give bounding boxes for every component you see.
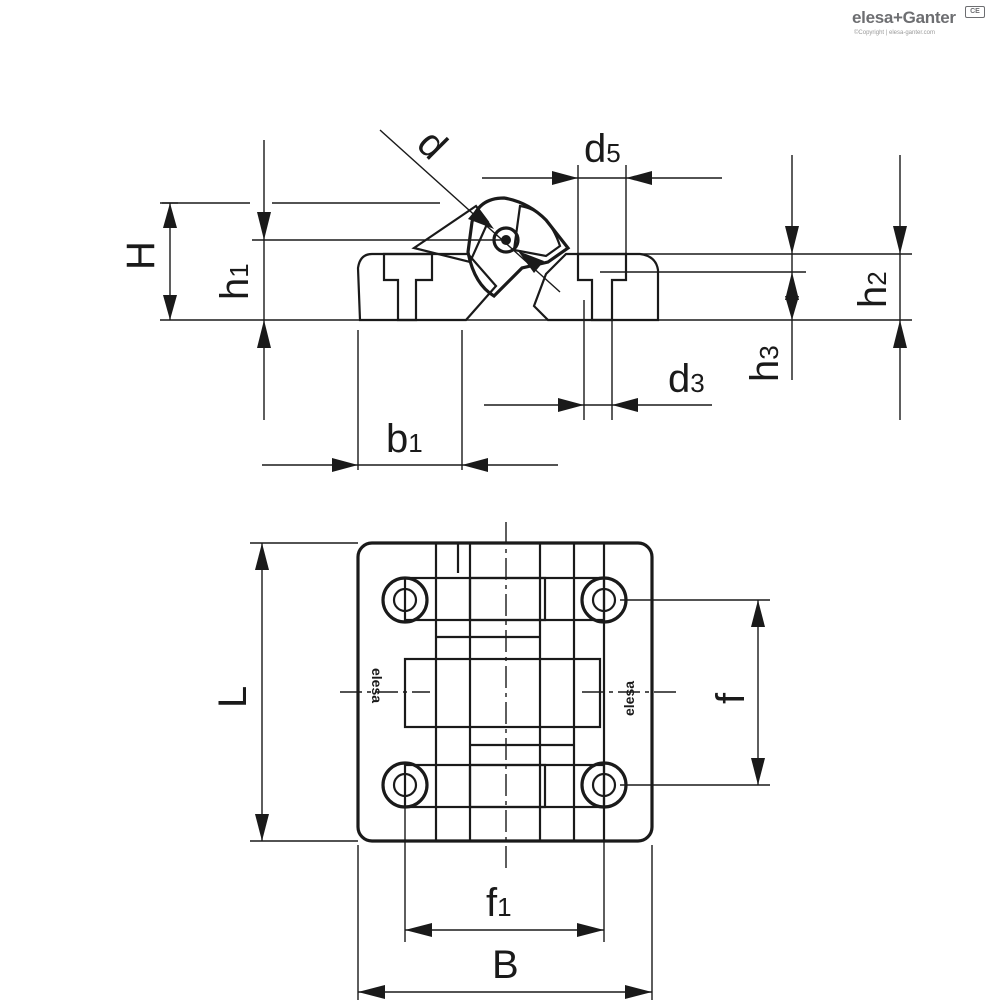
top-view bbox=[250, 522, 770, 1000]
left-leaf-section bbox=[356, 252, 498, 322]
ce-mark: CE bbox=[965, 6, 985, 18]
label-h1: h1 bbox=[213, 263, 257, 300]
logo-right-leaf: elesa bbox=[621, 681, 637, 716]
brand-logo: elesa+Ganter CE ©Copyright | elesa-gante… bbox=[852, 6, 987, 40]
label-B: B bbox=[492, 943, 519, 987]
right-leaf-section bbox=[532, 252, 660, 322]
label-d: d bbox=[409, 121, 456, 168]
label-d3: d3 bbox=[668, 357, 705, 401]
screw-hole-top-left bbox=[381, 576, 429, 624]
label-d5: d5 bbox=[584, 127, 621, 171]
label-h3: h3 bbox=[743, 345, 787, 382]
label-h2: h2 bbox=[851, 271, 895, 308]
brand-copyright: ©Copyright | elesa-ganter.com bbox=[854, 30, 936, 36]
side-view bbox=[160, 129, 912, 472]
knuckle-band-2 bbox=[403, 657, 602, 729]
left-leaf-hole bbox=[382, 252, 434, 322]
knuckle-body bbox=[466, 196, 571, 299]
brand-name: elesa+Ganter bbox=[852, 8, 956, 27]
right-leaf-hole bbox=[576, 252, 628, 322]
label-L: L bbox=[211, 686, 255, 708]
label-b1: b1 bbox=[386, 417, 423, 461]
label-f: f bbox=[709, 692, 753, 704]
label-f1: f1 bbox=[486, 881, 512, 925]
label-H: H bbox=[119, 241, 163, 270]
logo-left-leaf: elesa bbox=[369, 668, 385, 703]
